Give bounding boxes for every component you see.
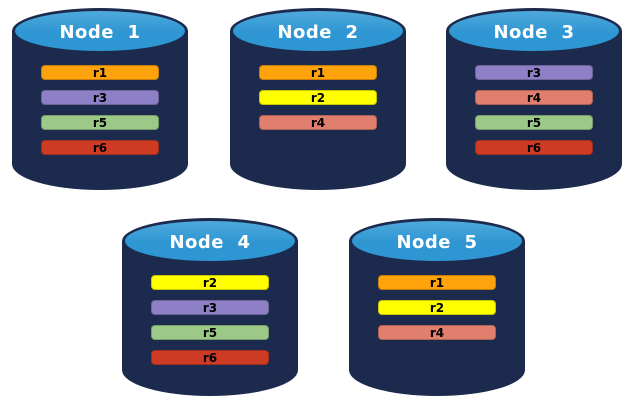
replica-list: r1 r2 r4 [230, 65, 406, 130]
replica-bar-r5: r5 [151, 325, 269, 340]
cylinder-top: Node 2 [230, 8, 406, 54]
replica-bar-r5: r5 [41, 115, 159, 130]
replica-bar-r3: r3 [151, 300, 269, 315]
cylinder-body [12, 31, 188, 190]
node-cylinder-node-4: Node 4 r2 r3 r5 r6 [122, 218, 298, 396]
node-cylinder-node-5: Node 5 r1 r2 r4 [349, 218, 525, 396]
replica-bar-r1: r1 [259, 65, 377, 80]
node-cylinder-node-3: Node 3 r3 r4 r5 r6 [446, 8, 622, 190]
replica-bar-r1: r1 [378, 275, 496, 290]
replica-list: r2 r3 r5 r6 [122, 275, 298, 365]
cylinder-body [122, 241, 298, 396]
replica-bar-r4: r4 [475, 90, 593, 105]
replica-list: r1 r3 r5 r6 [12, 65, 188, 155]
node-label: Node 1 [59, 21, 141, 43]
replica-bar-r6: r6 [41, 140, 159, 155]
node-label: Node 3 [493, 21, 575, 43]
replica-bar-r3: r3 [41, 90, 159, 105]
replica-bar-r3: r3 [475, 65, 593, 80]
node-label: Node 5 [396, 231, 478, 253]
cylinder-body [446, 31, 622, 190]
replica-bar-r4: r4 [378, 325, 496, 340]
replica-bar-r4: r4 [259, 115, 377, 130]
cylinder-body [349, 241, 525, 396]
replica-list: r1 r2 r4 [349, 275, 525, 340]
node-cylinder-node-2: Node 2 r1 r2 r4 [230, 8, 406, 190]
node-label: Node 2 [277, 21, 359, 43]
cylinder-top: Node 5 [349, 218, 525, 264]
cylinder-body [230, 31, 406, 190]
cylinder-top: Node 1 [12, 8, 188, 54]
replica-bar-r5: r5 [475, 115, 593, 130]
node-label: Node 4 [169, 231, 251, 253]
replica-list: r3 r4 r5 r6 [446, 65, 622, 155]
cylinder-top: Node 4 [122, 218, 298, 264]
replica-bar-r2: r2 [151, 275, 269, 290]
replica-bar-r2: r2 [259, 90, 377, 105]
replica-bar-r6: r6 [475, 140, 593, 155]
replica-bar-r2: r2 [378, 300, 496, 315]
cylinder-top: Node 3 [446, 8, 622, 54]
replica-bar-r1: r1 [41, 65, 159, 80]
node-cylinder-node-1: Node 1 r1 r3 r5 r6 [12, 8, 188, 190]
replica-bar-r6: r6 [151, 350, 269, 365]
